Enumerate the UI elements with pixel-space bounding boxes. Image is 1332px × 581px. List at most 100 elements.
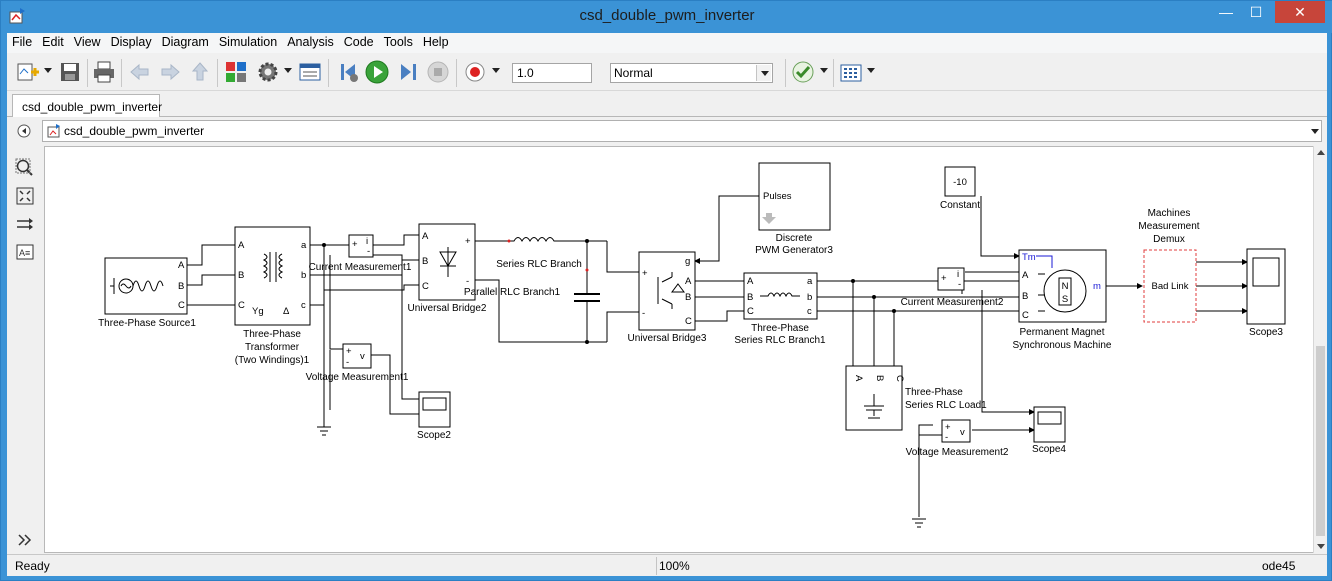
vertical-scrollbar[interactable] [1313,146,1327,553]
svg-text:a: a [301,240,307,251]
simulation-mode-value: Normal [614,66,653,80]
model-advisor-icon[interactable] [790,59,816,85]
maximize-button[interactable]: ☐ [1249,4,1263,20]
simulink-diagram: A B C Three-Phase Source1 A B C a b c Y [98,162,1286,528]
new-model-caret[interactable] [44,68,52,73]
svg-text:C: C [685,316,692,327]
back-icon[interactable] [127,59,153,85]
svg-text:C: C [1022,310,1029,321]
svg-text:C: C [178,300,185,311]
block-current-measurement-2: + i - Current Measurement2 [901,267,1004,308]
svg-text:i: i [957,269,959,280]
zoom-level: 100% [656,557,1076,575]
simulation-mode-select[interactable]: Normal [610,63,773,83]
scroll-down-icon[interactable] [1317,544,1325,549]
svg-text:g: g [685,256,690,267]
diagram-canvas[interactable]: A B C Three-Phase Source1 A B C a b c Y [44,146,1314,553]
model-config-icon[interactable] [255,59,281,85]
svg-text:i: i [366,236,368,247]
fit-view-icon[interactable] [15,186,35,206]
svg-text:b: b [807,292,812,303]
svg-text:-10: -10 [953,177,967,188]
annotation-icon[interactable]: A≡ [15,242,35,262]
build-caret[interactable] [867,68,875,73]
tab-strip: csd_double_pwm_inverter [7,91,1327,117]
svg-text:A≡: A≡ [19,248,30,258]
scroll-up-icon[interactable] [1317,150,1325,155]
menu-edit[interactable]: Edit [42,35,64,49]
block-universal-bridge-2: A B C + - Universal Bridge2 [408,223,487,314]
new-model-icon[interactable] [15,59,41,85]
model-path-breadcrumb[interactable]: csd_double_pwm_inverter [42,120,1322,142]
svg-text:Scope4: Scope4 [1032,444,1066,455]
menu-tools[interactable]: Tools [383,35,413,49]
run-icon[interactable] [364,59,390,85]
minimize-button[interactable]: — [1219,4,1233,20]
svg-text:C: C [238,300,245,311]
library-browser-icon[interactable] [223,59,249,85]
forward-icon[interactable] [157,59,183,85]
build-icon[interactable] [838,59,864,85]
block-voltage-measurement-2: + - v Voltage Measurement2 [906,419,1009,458]
up-icon[interactable] [187,59,213,85]
svg-text:A: A [853,375,864,382]
hide-browser-icon[interactable] [17,124,31,138]
expand-icon[interactable] [15,530,35,550]
svg-text:Constant: Constant [940,200,980,211]
menu-bar: File Edit View Display Diagram Simulatio… [7,33,1327,53]
menu-code[interactable]: Code [343,35,374,49]
svg-text:Measurement: Measurement [1138,221,1199,232]
stop-icon[interactable] [425,59,451,85]
menu-display[interactable]: Display [110,35,152,49]
chevron-down-icon[interactable] [756,65,771,81]
svg-text:-: - [367,246,370,257]
svg-text:-: - [642,308,645,319]
print-icon[interactable] [91,59,117,85]
model-icon [47,124,60,138]
close-button[interactable]: ✕ [1275,1,1325,23]
svg-text:Three-Phase: Three-Phase [905,387,963,398]
svg-text:-: - [945,432,948,443]
status-text: Ready [15,559,50,573]
svg-text:+: + [352,239,358,250]
svg-text:Demux: Demux [1153,234,1185,245]
tab-model[interactable]: csd_double_pwm_inverter [12,94,162,117]
signal-flow-icon[interactable] [15,214,35,234]
title-bar[interactable]: csd_double_pwm_inverter — ☐ ✕ [1,1,1332,33]
window-title: csd_double_pwm_inverter [579,7,755,24]
block-scope-4: Scope4 [1032,406,1066,455]
menu-analysis[interactable]: Analysis [287,35,334,49]
menu-file[interactable]: File [12,35,33,49]
record-icon[interactable] [462,59,488,85]
stop-time-input[interactable]: 1.0 [512,63,592,83]
record-caret[interactable] [492,68,500,73]
menu-simulation[interactable]: Simulation [218,35,278,49]
svg-text:A: A [178,260,185,271]
toolbar: 1.0 Normal [7,53,1327,91]
svg-text:(Two Windings)1: (Two Windings)1 [235,355,310,366]
label-three-phase-source: Three-Phase Source1 [98,318,196,329]
svg-text:B: B [685,292,691,303]
zoom-icon[interactable] [15,158,35,178]
scroll-thumb[interactable] [1316,346,1325,536]
menu-view[interactable]: View [73,35,101,49]
svg-text:B: B [238,270,244,281]
model-explorer-icon[interactable] [297,59,323,85]
address-row: csd_double_pwm_inverter [7,117,1327,145]
svg-text:-: - [346,357,349,368]
svg-text:Scope2: Scope2 [417,430,451,441]
solver-name[interactable]: ode45 [1262,559,1296,573]
svg-text:Universal Bridge3: Universal Bridge3 [628,333,707,344]
step-back-icon[interactable] [335,59,361,85]
block-pwm-generator: Pulses Discrete PWM Generator3 [755,162,833,256]
menu-help[interactable]: Help [422,35,449,49]
status-bar: Ready 100% ode45 [7,554,1327,576]
model-advisor-caret[interactable] [820,68,828,73]
block-constant: -10 Constant [940,166,980,211]
step-forward-icon[interactable] [395,59,421,85]
chevron-down-icon[interactable] [1311,129,1319,134]
model-config-caret[interactable] [284,68,292,73]
svg-text:B: B [178,281,184,292]
menu-diagram[interactable]: Diagram [161,35,209,49]
save-icon[interactable] [57,59,83,85]
